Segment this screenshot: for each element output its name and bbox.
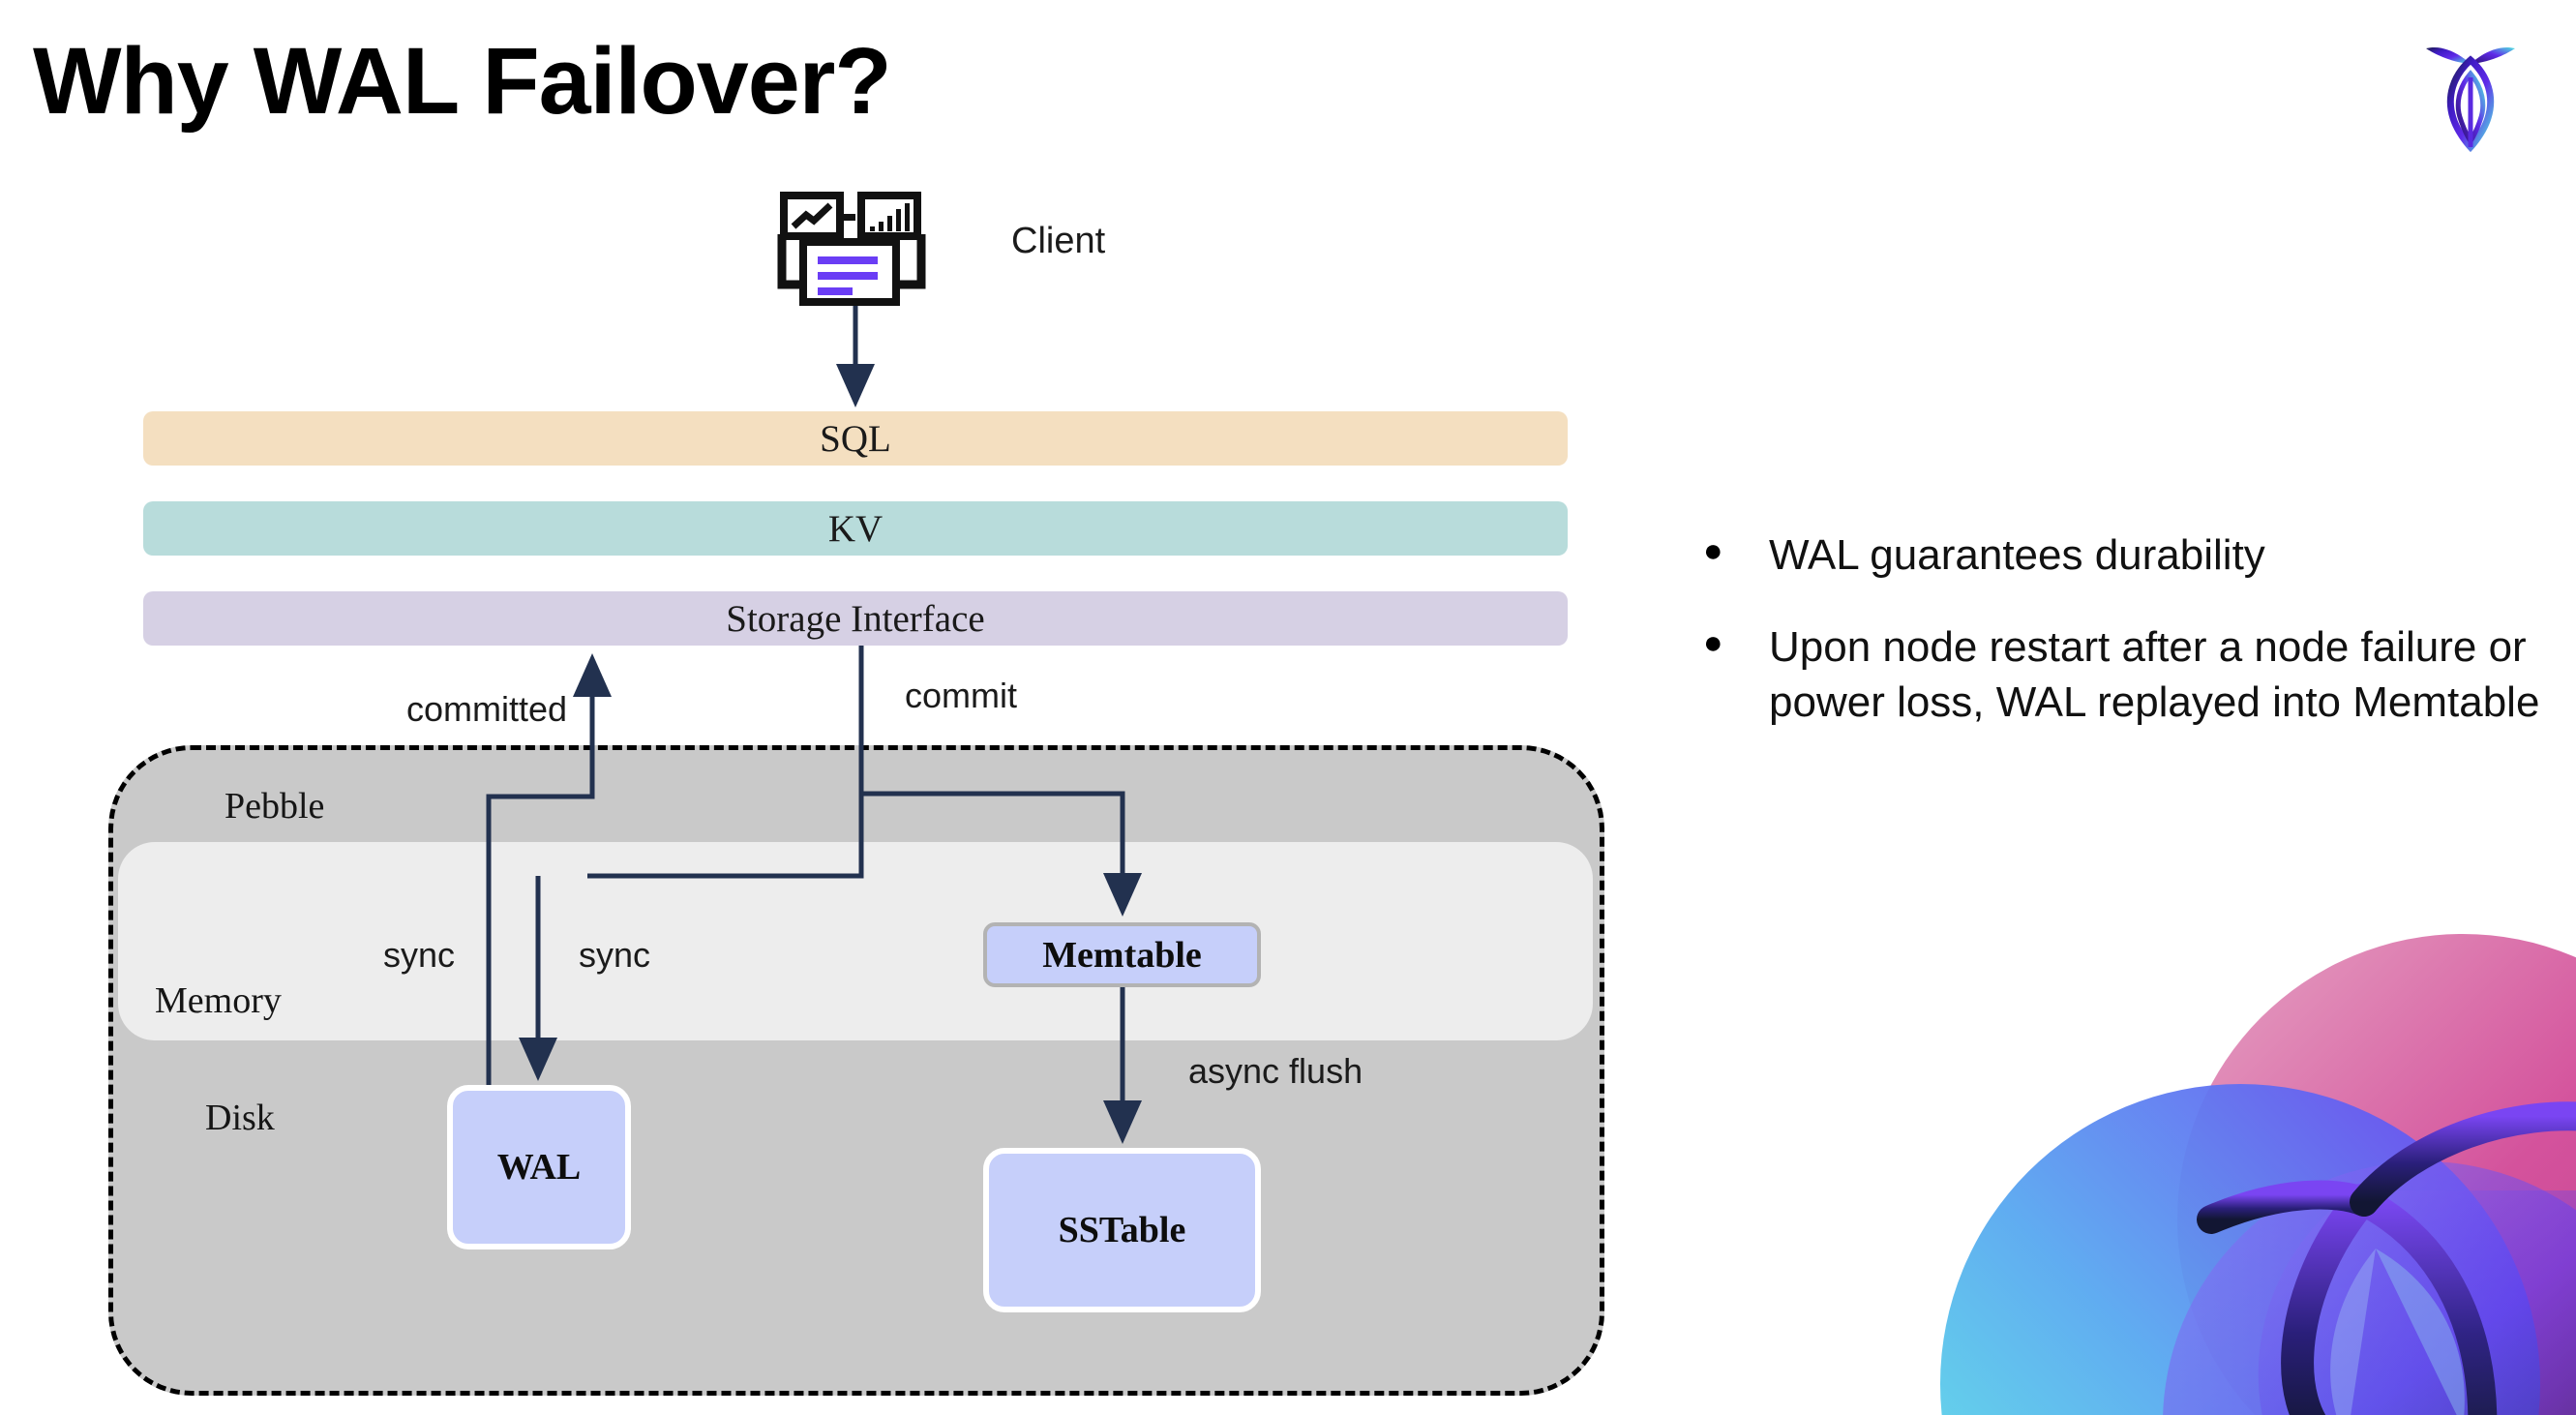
- client-label: Client: [1011, 221, 1106, 261]
- node-label-memtable: Memtable: [1042, 934, 1202, 976]
- list-item: ● Upon node restart after a node failure…: [1703, 619, 2555, 730]
- edge-label-async-flush: async flush: [1188, 1051, 1363, 1091]
- layer-label-storage-interface: Storage Interface: [726, 597, 985, 640]
- bullet-text: WAL guarantees durability: [1769, 531, 2265, 579]
- disk-label: Disk: [205, 1098, 275, 1138]
- bullet-marker-icon: ●: [1703, 532, 1723, 569]
- node-memtable: Memtable: [983, 922, 1261, 987]
- node-label-wal: WAL: [496, 1147, 582, 1188]
- layer-bar-sql: SQL: [143, 411, 1568, 466]
- edge-label-commit: commit: [905, 676, 1017, 715]
- cockroach-logo-icon: [2407, 27, 2534, 155]
- bullet-text: Upon node restart after a node failure o…: [1769, 623, 2540, 727]
- layer-bar-kv: KV: [143, 501, 1568, 556]
- pebble-label: Pebble: [225, 786, 325, 827]
- memory-region: [118, 842, 1593, 1040]
- node-wal: WAL: [447, 1085, 631, 1249]
- bullet-marker-icon: ●: [1703, 624, 1723, 662]
- bullet-list: ● WAL guarantees durability ● Upon node …: [1703, 527, 2555, 768]
- page-title: Why WAL Failover?: [33, 28, 892, 134]
- cockroach-logo-watermark-icon: [1921, 900, 2576, 1415]
- list-item: ● WAL guarantees durability: [1703, 527, 2555, 583]
- edge-label-committed: committed: [406, 689, 568, 729]
- layer-bar-storage-interface: Storage Interface: [143, 591, 1568, 646]
- node-sstable: SSTable: [983, 1148, 1261, 1312]
- client-dashboard-icon: [774, 192, 929, 306]
- layer-label-sql: SQL: [820, 417, 891, 460]
- edge-label-sync-memtable: sync: [579, 935, 651, 975]
- node-label-sstable: SSTable: [1058, 1210, 1186, 1250]
- edge-label-sync-storage: sync: [383, 935, 456, 975]
- memory-label: Memory: [155, 980, 282, 1021]
- layer-label-kv: KV: [827, 507, 884, 550]
